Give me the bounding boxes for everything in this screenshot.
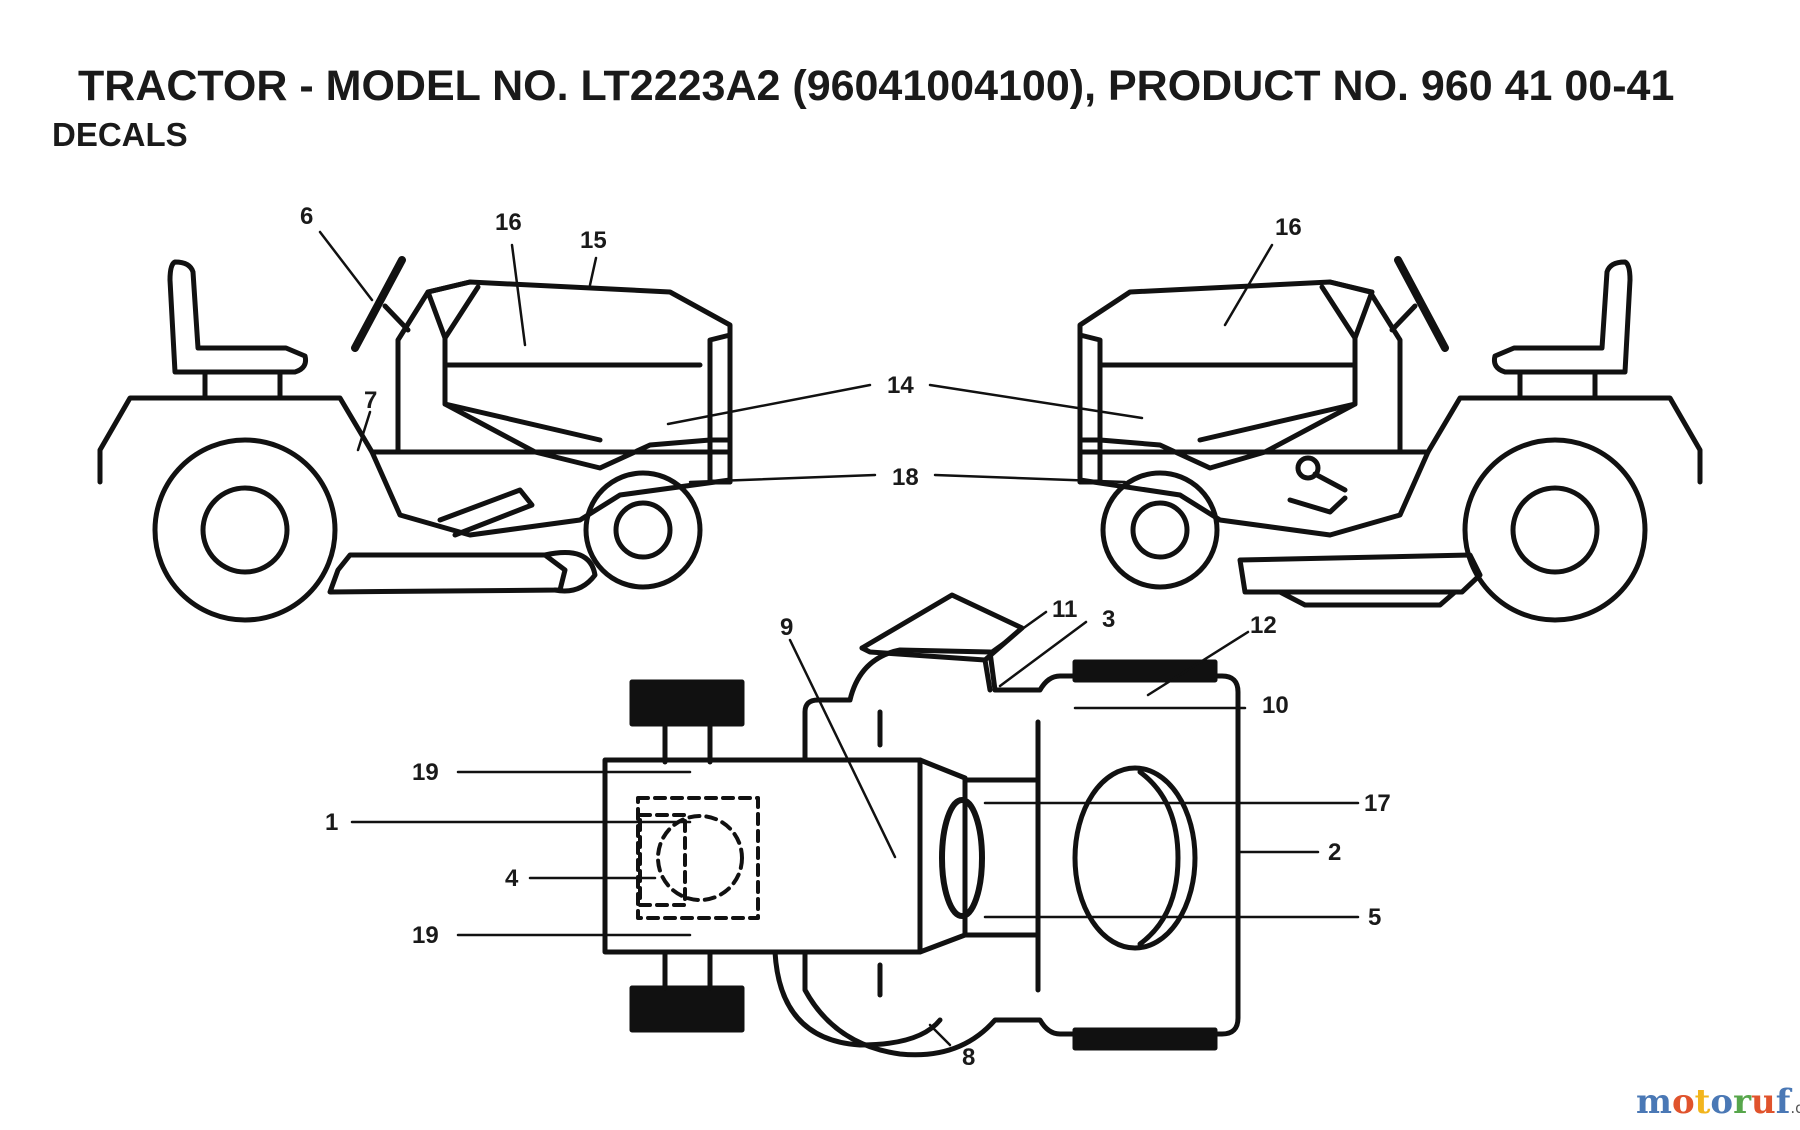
leader-14b [928, 383, 1144, 420]
leader-12 [1146, 630, 1250, 697]
callout-9: 9 [780, 614, 793, 641]
callout-7: 7 [364, 387, 377, 414]
callout-6: 6 [300, 203, 313, 230]
callout-16: 16 [1275, 214, 1302, 241]
deck-lever [437, 487, 535, 538]
hood-side-panel [1097, 362, 1358, 443]
watermark-logo: motoruf.de [1636, 1082, 1800, 1122]
watermark-suffix: .de [1790, 1099, 1800, 1117]
callout-16: 16 [495, 209, 522, 236]
callout-18: 18 [892, 464, 919, 491]
callout-10: 10 [1262, 692, 1289, 719]
hood-top [1072, 765, 1198, 951]
hood-top-inner [1137, 769, 1181, 947]
hood-side-panel [442, 362, 703, 443]
seat-top [602, 757, 923, 955]
callout-2: 2 [1328, 839, 1341, 866]
steering-wheel [1394, 256, 1449, 352]
seat-decal-small [638, 813, 687, 907]
leader-6 [318, 230, 374, 302]
steering-shaft [1389, 303, 1418, 333]
leader-11 [988, 610, 1048, 654]
callout-3: 3 [1102, 606, 1115, 633]
front-wheel [583, 470, 703, 590]
rear-wheel-hub [200, 485, 290, 575]
rear-fender [97, 395, 733, 485]
watermark-letter: m [1636, 1082, 1672, 1122]
watermark-letter: o [1710, 1082, 1734, 1122]
deck-discharge [1277, 589, 1458, 608]
watermark-letter: t [1694, 1082, 1711, 1122]
leader-18b [933, 473, 1127, 484]
lever-knob [1295, 455, 1321, 481]
tractor-left-side-view [97, 256, 733, 623]
hood-grille [707, 332, 733, 443]
leader-16a [510, 243, 527, 347]
deck-lever [1287, 471, 1348, 515]
deck-chute [542, 550, 598, 594]
frame [1077, 449, 1431, 538]
steering-wheel [351, 256, 406, 352]
callout-4: 4 [505, 865, 519, 892]
callout-8: 8 [962, 1044, 975, 1071]
leader-8 [928, 1023, 952, 1047]
rear-wheel-hub [1510, 485, 1600, 575]
mower-deck [1237, 552, 1483, 595]
steering-shaft [382, 303, 411, 333]
leader-3 [998, 620, 1088, 688]
steering-wheel-top [939, 797, 985, 919]
callout-14: 14 [887, 372, 914, 399]
rear-tire-top [629, 679, 745, 727]
leader-7 [356, 410, 372, 452]
leader-18a [688, 473, 877, 484]
hood-panel [442, 284, 481, 341]
callout-15: 15 [580, 227, 607, 254]
rear-wheel [152, 437, 338, 623]
leader-9 [788, 638, 897, 859]
seat [1492, 259, 1633, 375]
seat-decal-circle [656, 814, 744, 902]
leader-15 [588, 256, 598, 287]
watermark-letter: r [1733, 1082, 1751, 1122]
tractor-right-side-view [1077, 256, 1703, 623]
callout-11: 11 [1052, 596, 1077, 623]
callout-1: 1 [325, 809, 338, 836]
leader-16b [1223, 243, 1274, 327]
seat-pan [917, 757, 968, 955]
leader-lines [318, 230, 1360, 1047]
discharge-chute [859, 592, 1025, 693]
rear-fender [1077, 395, 1703, 485]
callout-labels: 6 16 15 7 14 18 16 9 11 3 12 10 19 1 17 … [300, 203, 1391, 1071]
mower-deck [327, 552, 568, 595]
front-wheel-hub [613, 500, 673, 560]
frame [369, 449, 733, 538]
front-wheel-hub [1130, 500, 1190, 560]
hood-panel [1319, 284, 1358, 341]
section-heading: DECALS [52, 116, 188, 153]
fender-top [802, 647, 1241, 1058]
watermark-letter: o [1671, 1082, 1695, 1122]
callout-5: 5 [1368, 904, 1381, 931]
watermark-letter: f [1775, 1082, 1791, 1122]
discharge-chute-side [859, 645, 988, 663]
front-wheel [1100, 470, 1220, 590]
page-title: TRACTOR - MODEL NO. LT2223A2 (9604100410… [78, 62, 1675, 110]
console [962, 719, 1041, 993]
hood-grille [1077, 332, 1103, 443]
callout-19: 19 [412, 922, 439, 949]
callout-19: 19 [412, 759, 439, 786]
watermark-letter: u [1751, 1082, 1776, 1122]
deck-arc [772, 949, 943, 1048]
leader-14a [666, 383, 872, 426]
tractor-top-view [602, 592, 1241, 1058]
callout-17: 17 [1364, 790, 1391, 817]
rear-wheel [1462, 437, 1648, 623]
seat [167, 259, 308, 375]
rear-tire-bottom [629, 985, 745, 1033]
callout-12: 12 [1250, 612, 1277, 639]
